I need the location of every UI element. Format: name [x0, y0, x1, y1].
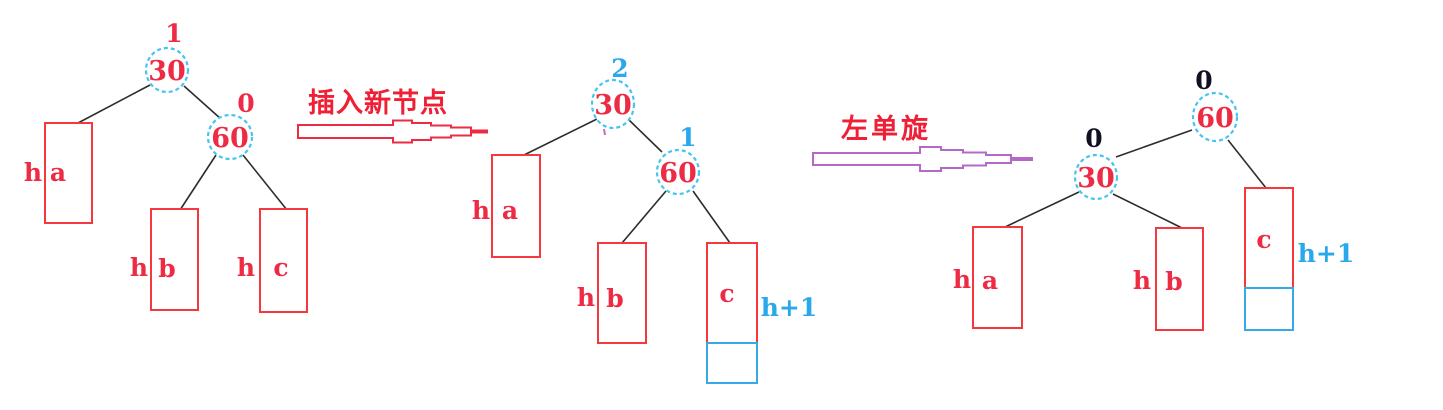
- tree-before-insert-edge: [183, 85, 222, 120]
- subtree-letter: b: [158, 254, 175, 283]
- tree-after-rotation-edge: [1112, 193, 1183, 229]
- height-plus-one-label: h+1: [1298, 239, 1355, 268]
- node-value: 30: [594, 90, 632, 121]
- node-value: 30: [1077, 163, 1115, 194]
- tree-after-rotation-subtree-c-inserted-box: [1244, 287, 1294, 331]
- subtree-letter: c: [1256, 225, 1271, 254]
- height-label: h: [24, 158, 42, 187]
- balance-factor: 0: [237, 89, 254, 118]
- tree-before-insert-subtree-a-box: [44, 122, 93, 224]
- tree-after-rotation-edge: [1227, 139, 1267, 189]
- tree-after-insert-subtree-c-inserted-box: [706, 342, 758, 384]
- subtree-letter: c: [719, 279, 734, 308]
- rotate-arrow-label: 左单旋: [841, 114, 931, 144]
- tree-after-rotation-node-60-circle: [1191, 91, 1239, 143]
- tree-after-insert-node-30-circle: [590, 78, 636, 130]
- tree-after-insert-edge: [621, 190, 667, 244]
- tree-after-rotation-subtree-c-box: [1244, 187, 1294, 289]
- balance-factor: 1: [165, 19, 182, 48]
- tree-after-insert-subtree-a-box: [491, 154, 541, 258]
- height-plus-one-label: h+1: [761, 293, 818, 322]
- tree-after-rotation-edge: [1115, 129, 1193, 158]
- tree-before-insert-edge: [77, 84, 151, 124]
- tree-before-insert-edge: [242, 154, 288, 211]
- insert-arrow-label: 插入新节点: [308, 88, 448, 118]
- tree-after-insert-subtree-b-box: [597, 242, 647, 344]
- tree-before-insert-subtree-b-box: [150, 208, 199, 311]
- subtree-letter: a: [982, 266, 998, 295]
- tree-after-insert-edge: [692, 190, 731, 244]
- height-label: h: [472, 196, 490, 225]
- tree-before-insert-node-60-circle: [206, 113, 254, 161]
- tree-after-rotation-subtree-a-box: [972, 226, 1023, 329]
- balance-factor: 1: [679, 123, 696, 152]
- tree-after-insert-edge: [523, 118, 598, 156]
- tree-before-insert-subtree-c-box: [259, 208, 308, 313]
- height-label: h: [577, 283, 595, 312]
- node-value: 60: [1196, 103, 1234, 134]
- balance-factor: 2: [611, 54, 628, 83]
- subtree-letter: b: [1165, 267, 1182, 296]
- height-label: h: [953, 265, 971, 294]
- tree-after-insert-edge: [628, 119, 663, 153]
- height-label: h: [1133, 266, 1151, 295]
- height-label: h: [237, 253, 255, 282]
- subtree-letter: a: [502, 196, 518, 225]
- balance-factor: 0: [1195, 66, 1212, 95]
- balance-factor: 0: [1085, 124, 1102, 153]
- stray-mark: [603, 128, 606, 136]
- node-value: 60: [211, 123, 249, 154]
- tree-after-rotation-subtree-b-box: [1155, 227, 1204, 331]
- insert-arrow: [297, 119, 472, 144]
- subtree-letter: b: [606, 284, 623, 313]
- tree-after-insert-node-60-circle: [655, 148, 701, 196]
- tree-after-rotation-edge: [1004, 191, 1080, 228]
- tree-after-rotation-node-30-circle: [1073, 153, 1119, 201]
- subtree-letter: a: [50, 158, 66, 187]
- tree-before-insert-edge: [179, 154, 217, 211]
- height-label: h: [130, 253, 148, 282]
- rotate-arrow: [812, 146, 1012, 172]
- node-value: 60: [659, 158, 697, 189]
- subtree-letter: c: [273, 253, 288, 282]
- tree-before-insert-node-30-circle: [144, 46, 190, 94]
- node-value: 30: [148, 56, 186, 87]
